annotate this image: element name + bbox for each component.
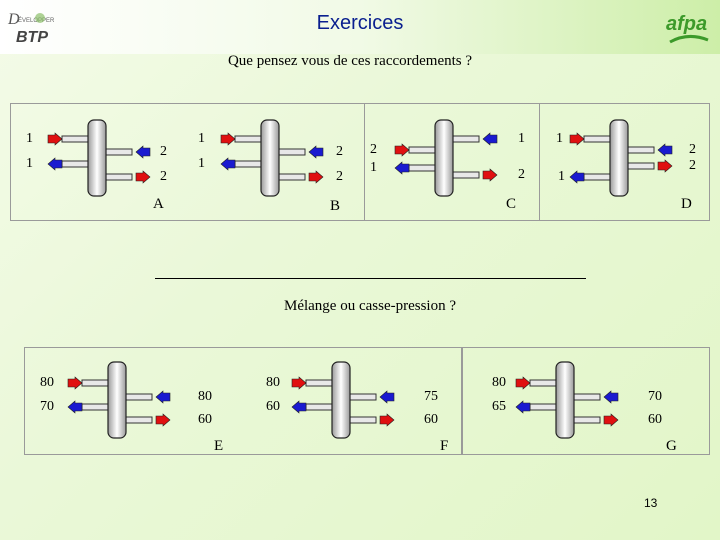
label-right-out: 2 xyxy=(518,167,525,182)
label-right-in: 80 xyxy=(198,389,212,404)
red-arrow-out xyxy=(603,413,619,427)
label-left-out: 60 xyxy=(266,399,280,414)
question-melange: Mélange ou casse-pression ? xyxy=(283,298,457,314)
page-number: 13 xyxy=(644,496,658,510)
page-title: Exercices xyxy=(316,12,404,34)
label-left-out: 1 xyxy=(370,160,377,175)
panel-letter-b: B xyxy=(330,198,341,214)
frame-panel-g xyxy=(462,347,710,455)
separator-line xyxy=(155,278,586,279)
red-arrow-out xyxy=(379,413,395,427)
inlet-pipe-top xyxy=(529,379,557,387)
frame-panels-ef xyxy=(24,347,462,455)
red-arrow-out xyxy=(308,170,324,184)
red-arrow-in xyxy=(67,376,83,390)
separator-vessel xyxy=(555,361,575,439)
separator-vessel xyxy=(260,119,280,197)
outlet-pipe-top xyxy=(573,393,601,401)
red-arrow-out xyxy=(482,168,498,182)
blue-arrow-out xyxy=(603,390,619,404)
blue-arrow-out xyxy=(657,143,673,157)
svg-text:D: D xyxy=(7,11,20,28)
label-right-in: 2 xyxy=(336,144,343,159)
question-raccordements: Que pensez vous de ces raccordements ? xyxy=(227,53,473,69)
label-left-in: 1 xyxy=(556,131,563,146)
label-left-in: 1 xyxy=(198,131,205,146)
frame-panels-cd xyxy=(364,103,710,221)
blue-arrow-in xyxy=(291,400,307,414)
panel-letter-c: C xyxy=(506,196,517,212)
label-left-out: 65 xyxy=(492,399,506,414)
red-arrow-in xyxy=(394,143,410,157)
red-arrow-out xyxy=(657,159,673,173)
blue-arrow-in xyxy=(569,170,585,184)
blue-arrow-out xyxy=(308,145,324,159)
blue-arrow-out xyxy=(155,390,171,404)
label-left-in: 80 xyxy=(492,375,506,390)
panel-letter-a: A xyxy=(153,196,164,212)
label-left-in: 80 xyxy=(40,375,54,390)
red-arrow-in xyxy=(569,132,585,146)
outlet-pipe-bottom xyxy=(573,416,601,424)
separator-vessel xyxy=(609,119,629,197)
label-left-out: 1 xyxy=(198,156,205,171)
frame-panels-ab xyxy=(10,103,540,221)
label-right-out: 60 xyxy=(648,412,662,427)
separator-vessel xyxy=(434,119,454,197)
blue-arrow-in xyxy=(67,400,83,414)
header-band xyxy=(0,0,720,54)
btp-logo: D ÉVELOPPER BTP xyxy=(6,8,68,48)
separator-vessel xyxy=(87,119,107,197)
label-right-out: 60 xyxy=(198,412,212,427)
label-left-out: 70 xyxy=(40,399,54,414)
label-right-in: 75 xyxy=(424,389,438,404)
blue-arrow-in xyxy=(220,157,236,171)
blue-arrow-in xyxy=(394,161,410,175)
red-arrow-out xyxy=(155,413,171,427)
label-left-out: 1 xyxy=(26,156,33,171)
label-right-out: 2 xyxy=(160,169,167,184)
blue-arrow-in xyxy=(515,400,531,414)
panel-letter-e: E xyxy=(214,438,224,454)
label-right-out: 2 xyxy=(689,158,696,173)
red-arrow-out xyxy=(135,170,151,184)
blue-arrow-out xyxy=(135,145,151,159)
inlet-pipe-bottom xyxy=(529,403,557,411)
panel-letter-d: D xyxy=(681,196,692,212)
logo-right-text: afpa xyxy=(666,13,707,35)
red-arrow-in xyxy=(47,132,63,146)
afpa-logo: afpa xyxy=(664,6,714,50)
label-left-out: 1 xyxy=(558,169,565,184)
label-right-out: 2 xyxy=(336,169,343,184)
label-right-in: 2 xyxy=(689,142,696,157)
blue-arrow-in xyxy=(47,157,63,171)
blue-arrow-out xyxy=(482,132,498,146)
label-left-in: 2 xyxy=(370,142,377,157)
label-right-out: 60 xyxy=(424,412,438,427)
red-arrow-in xyxy=(291,376,307,390)
label-right-in: 70 xyxy=(648,389,662,404)
logo-left-text: BTP xyxy=(16,29,48,46)
label-left-in: 1 xyxy=(26,131,33,146)
label-right-in: 2 xyxy=(160,144,167,159)
red-arrow-in xyxy=(515,376,531,390)
panel-letter-f: F xyxy=(440,438,449,454)
label-left-in: 80 xyxy=(266,375,280,390)
label-right-in: 1 xyxy=(518,131,525,146)
blue-arrow-out xyxy=(379,390,395,404)
panel-letter-g: G xyxy=(666,438,677,454)
separator-vessel xyxy=(331,361,351,439)
red-arrow-in xyxy=(220,132,236,146)
separator-vessel xyxy=(107,361,127,439)
